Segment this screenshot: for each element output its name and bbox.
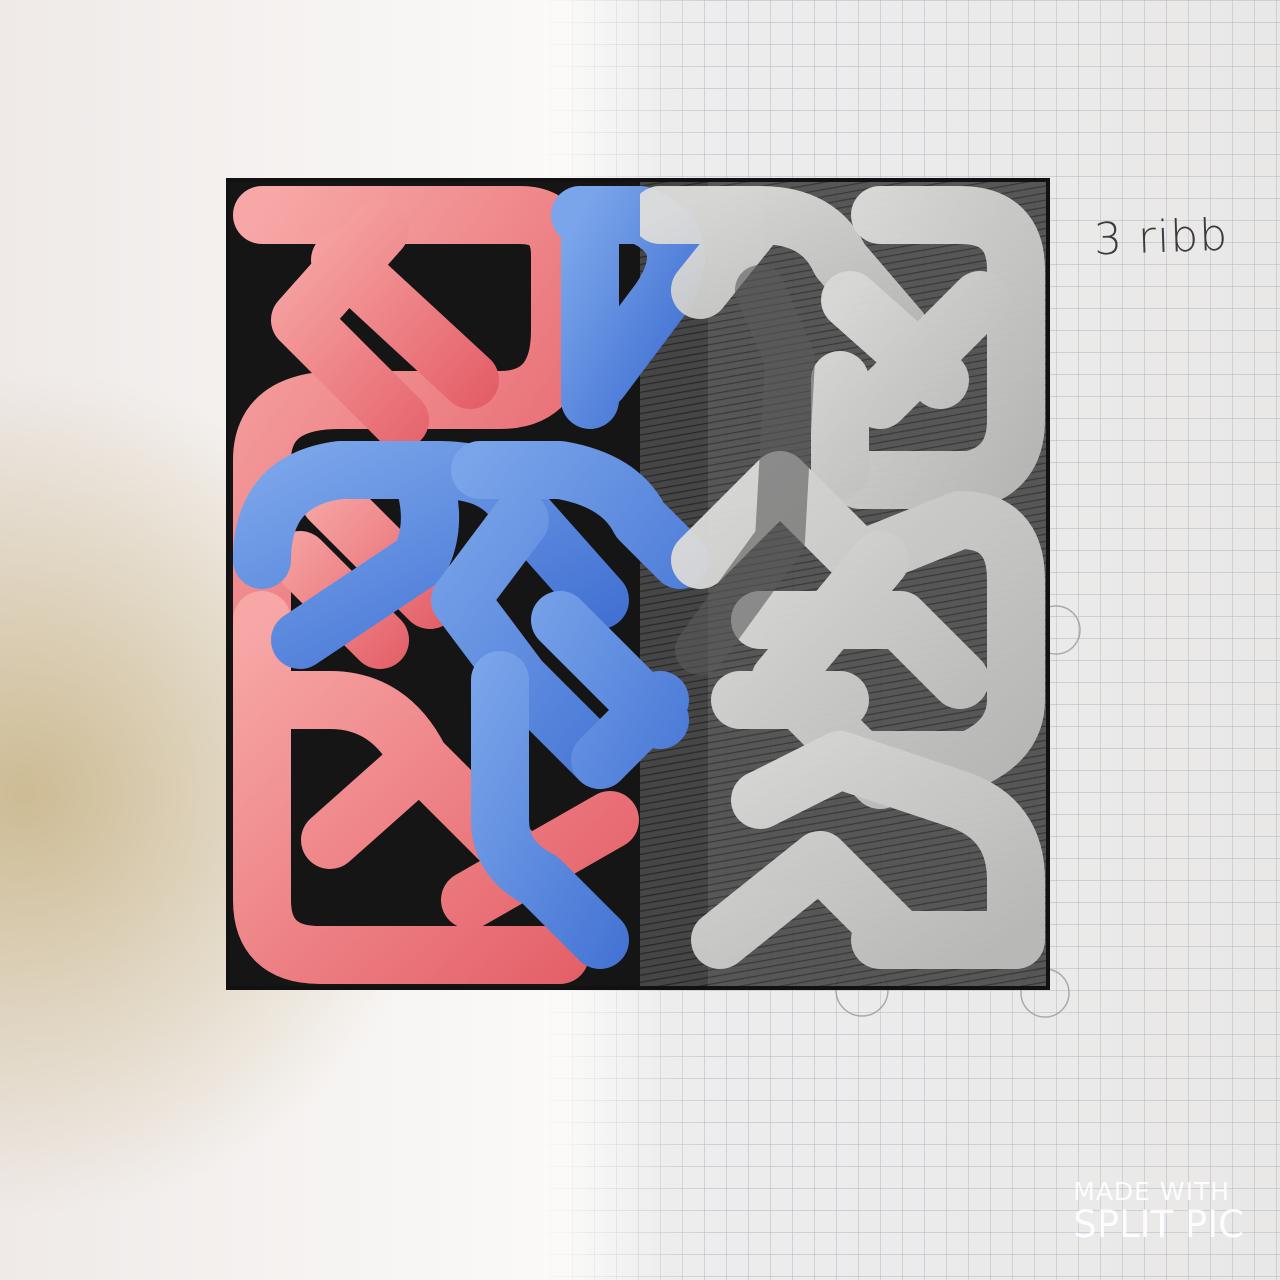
pencil-ribbon [640,186,1045,969]
handwritten-note: 3 ribb [1093,209,1230,266]
blue-ribbon [233,186,708,969]
watermark-line-2: SPLIT PIC [1073,1203,1244,1247]
app-watermark: MADE WITH SPLIT PIC [1073,1178,1244,1246]
pencil-ribbon-shaded [675,265,815,675]
watermark-line-1: MADE WITH [1073,1176,1231,1206]
red-ribbon [233,186,639,984]
